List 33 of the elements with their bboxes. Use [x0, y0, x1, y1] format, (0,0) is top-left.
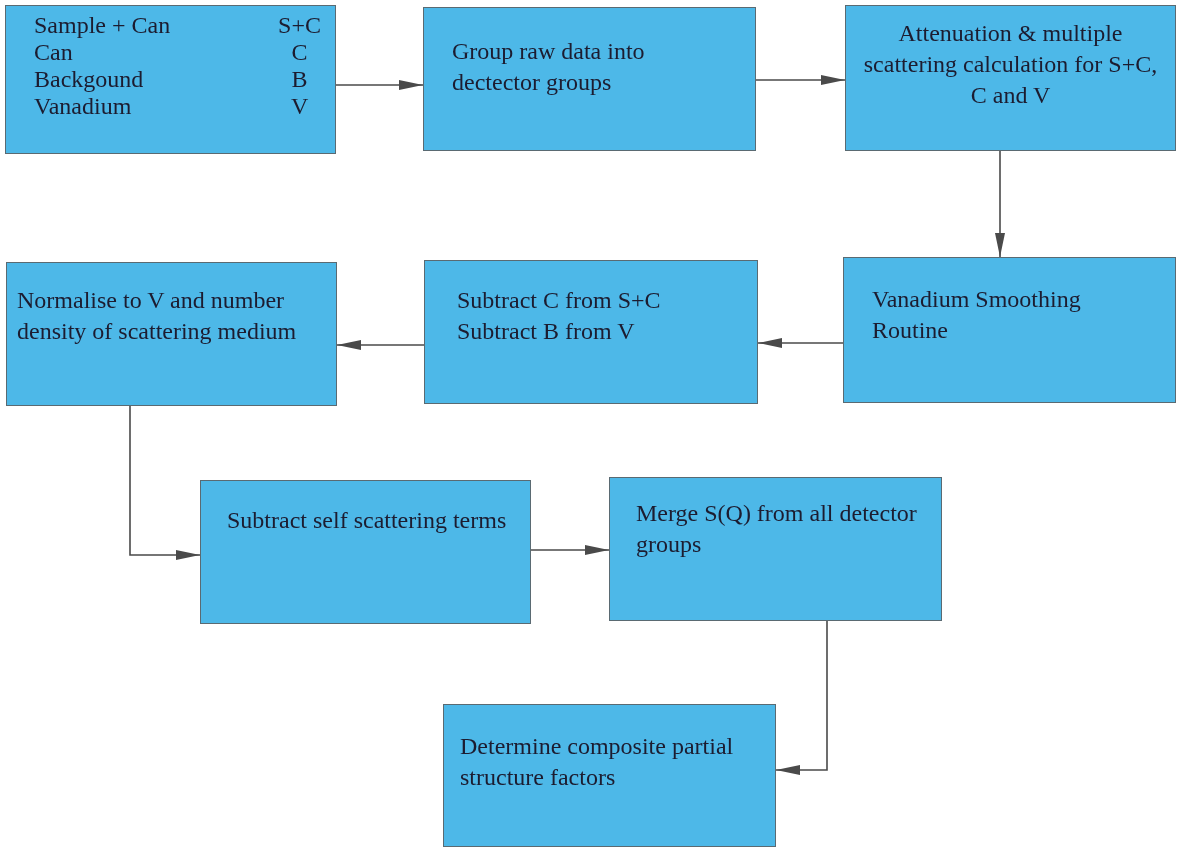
process-box	[6, 262, 337, 406]
process-box	[843, 257, 1176, 403]
process-box	[5, 5, 336, 154]
arrow	[129, 405, 201, 560]
box-text: Sample + Can	[34, 12, 172, 39]
box-text: Merge S(Q) from all detector groups	[636, 499, 918, 560]
box-text: V	[289, 92, 310, 120]
arrow	[757, 338, 844, 348]
process-box	[200, 480, 531, 624]
box-text: Attenuation & multiple scattering calculation for S+C, C and V	[862, 19, 1159, 111]
arrow	[336, 340, 425, 350]
box-text: S+C	[278, 12, 321, 39]
process-box	[424, 260, 758, 404]
box-text: Subtract C from S+C Subtract B from V	[457, 286, 662, 347]
arrow	[775, 620, 828, 775]
box-text: Can	[34, 38, 74, 66]
box-text: B	[290, 65, 309, 93]
process-box	[609, 477, 942, 621]
arrow	[995, 150, 1005, 258]
arrow	[335, 80, 424, 90]
box-text: Group raw data into dectector groups	[452, 37, 646, 98]
box-text: Normalise to V and number density of scattering medium	[17, 286, 298, 347]
process-box	[443, 704, 776, 847]
box-text: Subtract self scattering terms	[227, 506, 508, 535]
box-text: Vanadium Smoothing Routine	[872, 285, 1082, 346]
process-box	[845, 5, 1176, 151]
arrow	[530, 545, 610, 555]
box-text: Determine composite partial structure factors	[460, 732, 735, 793]
box-text: C	[290, 38, 309, 66]
arrow	[755, 75, 846, 85]
process-box	[423, 7, 756, 151]
box-text: Vanadium	[34, 92, 133, 120]
box-text: Backgound	[34, 65, 145, 93]
